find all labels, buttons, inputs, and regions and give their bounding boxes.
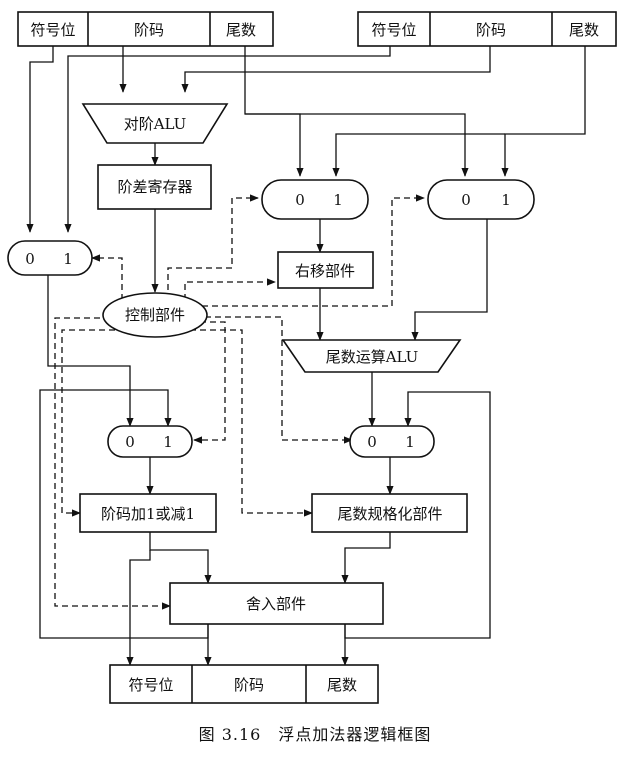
top-left-exponent-label: 阶码 [134, 21, 164, 39]
figure-caption: 图 3.16 浮点加法器逻辑框图 [199, 725, 432, 744]
mux-shift-input: 0 1 [261, 179, 369, 220]
exp-diff-register-label: 阶差寄存器 [117, 178, 192, 196]
top-left-sign-label: 符号位 [30, 21, 75, 39]
align-alu: 对阶ALU [81, 103, 229, 144]
bottom-mantissa-label: 尾数 [327, 676, 357, 694]
top-left-register: 符号位 阶码 尾数 [17, 11, 274, 47]
mux-shift-input-0: 0 [295, 191, 305, 209]
mux-mantissa-b: 0 1 [427, 179, 535, 220]
shift-right-unit-label: 右移部件 [295, 262, 355, 280]
exp-adjust-unit: 阶码加1或减1 [79, 493, 217, 533]
mux-mantissa-b-input-1: 1 [501, 191, 511, 209]
control-unit-label: 控制部件 [125, 306, 185, 324]
bottom-exponent-label: 阶码 [234, 676, 264, 694]
mux-exponent-input-0: 0 [125, 433, 135, 451]
mantissa-normalize-unit: 尾数规格化部件 [311, 493, 468, 533]
mux-sign-input-1: 1 [63, 250, 73, 268]
mux-mantissa-result-input-0: 0 [367, 433, 377, 451]
mux-shift-input-1: 1 [333, 191, 343, 209]
data-wires [26, 46, 586, 666]
mux-exponent: 0 1 [107, 425, 193, 458]
control-unit: 控制部件 [102, 292, 208, 338]
bottom-register: 符号位 阶码 尾数 [109, 664, 379, 704]
mux-sign-input-0: 0 [25, 250, 35, 268]
mantissa-alu-label: 尾数运算ALU [326, 348, 419, 366]
mantissa-normalize-unit-label: 尾数规格化部件 [337, 505, 442, 523]
align-alu-label: 对阶ALU [124, 115, 187, 133]
exp-adjust-unit-label: 阶码加1或减1 [101, 505, 195, 523]
top-left-mantissa-label: 尾数 [226, 21, 256, 39]
top-right-sign-label: 符号位 [371, 21, 416, 39]
control-lines [54, 194, 425, 610]
mux-sign: 0 1 [7, 240, 93, 276]
mux-mantissa-result: 0 1 [349, 425, 435, 458]
rounding-unit-label: 舍入部件 [246, 595, 306, 613]
mux-mantissa-result-input-1: 1 [405, 433, 415, 451]
top-right-mantissa-label: 尾数 [569, 21, 599, 39]
shift-right-unit: 右移部件 [277, 251, 374, 289]
bottom-sign-label: 符号位 [128, 676, 173, 694]
mux-exponent-input-1: 1 [163, 433, 173, 451]
top-right-exponent-label: 阶码 [476, 21, 506, 39]
exp-diff-register: 阶差寄存器 [97, 164, 212, 210]
mantissa-alu: 尾数运算ALU [281, 339, 462, 373]
rounding-unit: 舍入部件 [169, 582, 384, 625]
top-right-register: 符号位 阶码 尾数 [357, 11, 617, 47]
mux-mantissa-b-input-0: 0 [461, 191, 471, 209]
